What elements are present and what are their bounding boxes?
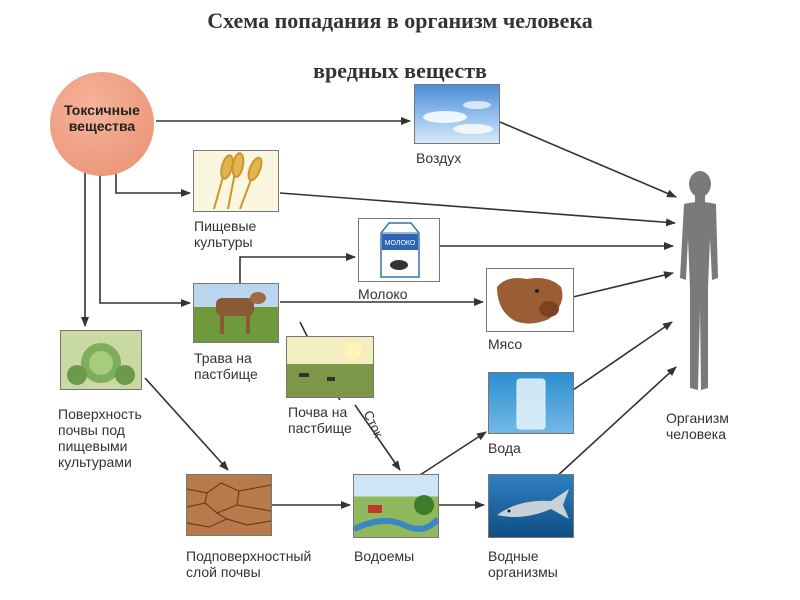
arrow-pasture-soil-water-bodies <box>354 404 401 471</box>
meat-image <box>486 268 574 332</box>
soil-surface-label-1: Поверхность <box>58 406 142 422</box>
aquatic-organisms-image <box>488 474 574 538</box>
air-image <box>414 84 500 144</box>
diagram-title-line2: вредных веществ <box>313 58 487 83</box>
grass-label-1: Трава на <box>194 350 252 366</box>
subsoil-label-1: Подповерхностный <box>186 548 312 564</box>
pasture-soil-image <box>286 336 374 398</box>
air-label: Воздух <box>416 150 462 166</box>
water-image <box>488 372 574 434</box>
soil-surface-label-3: пищевыми <box>58 438 128 454</box>
soil-surface-label-4: культурами <box>58 454 132 470</box>
arrow-grass-milk <box>239 253 356 283</box>
wheat-image <box>193 150 279 212</box>
arrow-meat-human <box>572 271 674 298</box>
human-label-2: человека <box>666 426 727 442</box>
water-label: Вода <box>488 440 521 456</box>
aquatic-label-1: Водные <box>488 548 539 564</box>
subsoil-label-2: слой почвы <box>186 564 261 580</box>
arrow-water-bodies-water <box>419 431 487 476</box>
arrow-soil-surface-subsoil <box>144 377 229 471</box>
cabbage-image <box>60 330 142 390</box>
toxic-substances-label-2: вещества <box>68 118 136 134</box>
toxic-substances-label-1: Токсичные <box>64 102 140 118</box>
arrow-water-human <box>572 321 673 391</box>
subsoil-image <box>186 474 272 536</box>
arrow-air-human <box>499 121 677 198</box>
arrow-aquatic-human <box>554 366 677 479</box>
arrow-source-grass <box>99 172 191 307</box>
crops-label-1: Пищевые <box>194 218 257 234</box>
pasture-soil-label-1: Почва на <box>288 404 348 420</box>
diagram-title-line1: Схема попадания в организм человека <box>207 8 593 33</box>
water-bodies-label: Водоемы <box>354 548 415 564</box>
milk-label: Молоко <box>358 286 408 302</box>
water-bodies-image <box>353 474 439 538</box>
human-silhouette-icon <box>680 171 718 390</box>
human-label-1: Организм <box>666 410 729 426</box>
grass-label-2: пастбище <box>194 366 258 382</box>
milk-image: МОЛОКО <box>358 218 440 282</box>
arrow-crops-human <box>279 192 676 227</box>
soil-surface-label-2: почвы под <box>58 422 125 438</box>
meat-label: Мясо <box>488 336 523 352</box>
aquatic-label-2: организмы <box>488 564 558 580</box>
milk-carton-text: МОЛОКО <box>385 240 416 247</box>
grass-pasture-image <box>193 283 279 343</box>
crops-label-2: культуры <box>194 234 253 250</box>
pasture-soil-label-2: пастбище <box>288 420 352 436</box>
